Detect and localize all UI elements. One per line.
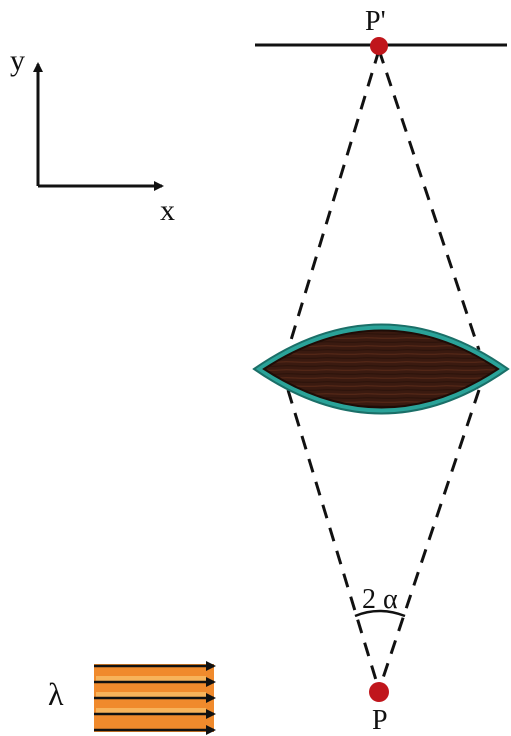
ray-lower-right [377, 389, 481, 691]
image-point-label: P' [365, 6, 386, 37]
wave-band-highlight [96, 676, 206, 682]
wave-band-highlight [96, 708, 206, 714]
angle-label: 2 α [362, 584, 398, 615]
wavelength-label: λ [48, 676, 64, 712]
object-point-dot [369, 682, 389, 702]
x-axis-label: x [160, 194, 175, 227]
ray-upper-left [286, 49, 381, 351]
ray-lower-left [286, 389, 381, 691]
lens-body [262, 329, 500, 409]
plane-wave-arrows-icon [94, 661, 216, 735]
coordinate-axes: y x [10, 44, 175, 227]
wave-band-highlight [96, 692, 206, 698]
ray-upper-right [377, 49, 481, 351]
light-ray-cone [286, 49, 481, 691]
y-axis-label: y [10, 44, 25, 77]
angle-arc [354, 609, 406, 618]
object-point-label: P [372, 705, 388, 736]
convex-lens-icon [252, 323, 510, 415]
image-point-dot [370, 37, 388, 55]
